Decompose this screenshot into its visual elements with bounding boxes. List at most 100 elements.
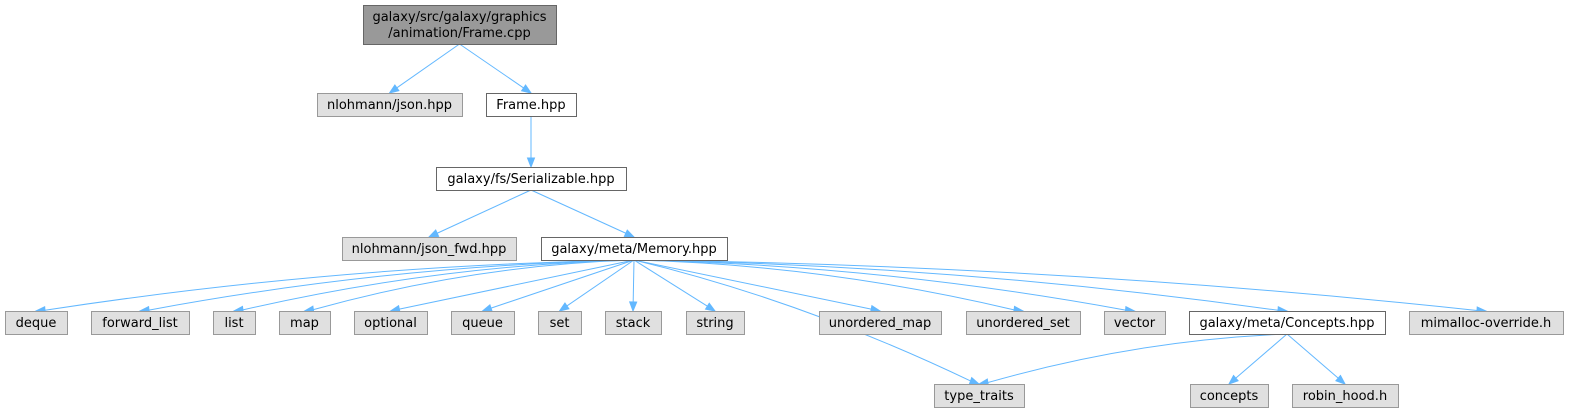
edge-frame_hpp-to-serializable: [526, 116, 536, 169]
node-memory[interactable]: galaxy/meta/Memory.hpp: [541, 237, 728, 261]
arrowhead: [623, 229, 636, 238]
node-box: [436, 167, 627, 191]
edge-line: [633, 259, 708, 307]
node-mimalloc: mimalloc-override.h: [1409, 311, 1564, 335]
node-box: [1104, 311, 1166, 335]
node-label: optional: [364, 316, 417, 331]
node-label: queue: [462, 316, 503, 331]
node-frame_hpp[interactable]: Frame.hpp: [486, 93, 577, 117]
node-label: type_traits: [944, 389, 1014, 404]
arrowhead: [968, 376, 981, 385]
node-optional: optional: [354, 311, 428, 335]
edge-memory-to-deque: [34, 259, 635, 315]
edge-frame_cpp-to-json_hpp: [388, 43, 460, 94]
node-label: unordered_set: [976, 316, 1069, 331]
node-box: [1189, 311, 1386, 335]
node-box: [605, 311, 662, 335]
edge-line: [633, 259, 872, 310]
node-box: [354, 311, 428, 335]
edge-line: [987, 333, 1288, 384]
node-label: forward_list: [102, 316, 177, 331]
edge-line: [242, 259, 635, 311]
arrowhead: [481, 303, 493, 312]
node-unordered_map: unordered_map: [819, 311, 942, 335]
arrowhead: [1335, 374, 1347, 385]
edge-line: [633, 259, 1015, 311]
edge-line: [313, 259, 635, 311]
node-box: [317, 93, 463, 117]
node-unordered_set: unordered_set: [966, 311, 1081, 335]
node-string: string: [686, 311, 745, 335]
arrowhead: [520, 84, 533, 94]
node-box: [279, 311, 331, 335]
node-concepts_hpp[interactable]: galaxy/meta/Concepts.hpp: [1189, 311, 1386, 335]
node-label-line2: /animation/Frame.cpp: [388, 26, 530, 41]
node-stack: stack: [605, 311, 662, 335]
edge-memory-to-type_traits: [633, 259, 981, 385]
node-box: [342, 237, 517, 261]
node-map: map: [279, 311, 331, 335]
node-forward_list: forward_list: [91, 311, 190, 335]
node-box: [686, 311, 745, 335]
node-label: map: [290, 316, 319, 331]
node-box: [819, 311, 942, 335]
node-json_fwd: nlohmann/json_fwd.hpp: [342, 237, 517, 261]
node-box: [486, 93, 577, 117]
arrowhead: [427, 229, 440, 238]
node-vector: vector: [1104, 311, 1166, 335]
node-label: concepts: [1200, 389, 1259, 404]
arrowhead: [1227, 374, 1239, 385]
edge-line: [399, 259, 635, 310]
node-serializable[interactable]: galaxy/fs/Serializable.hpp: [436, 167, 627, 191]
node-set: set: [538, 311, 582, 335]
nodes: galaxy/src/galaxy/graphics/animation/Fra…: [5, 5, 1564, 408]
node-label: nlohmann/json.hpp: [327, 98, 452, 113]
node-label: galaxy/meta/Concepts.hpp: [1199, 316, 1374, 331]
edge-line: [530, 189, 627, 234]
node-frame_cpp[interactable]: galaxy/src/galaxy/graphics/animation/Fra…: [363, 5, 557, 45]
edge-memory-to-set: [558, 259, 635, 312]
node-box: [5, 311, 68, 335]
node-label: galaxy/fs/Serializable.hpp: [447, 172, 614, 187]
edge-line: [490, 259, 635, 309]
node-label: deque: [16, 316, 57, 331]
node-queue: queue: [451, 311, 515, 335]
node-box: [213, 311, 256, 335]
edge-line: [633, 259, 971, 382]
node-box: [91, 311, 190, 335]
edge-line: [632, 259, 635, 303]
edge-line: [459, 43, 524, 89]
edge-line: [633, 259, 1126, 311]
node-label: stack: [616, 316, 651, 331]
node-label: nlohmann/json_fwd.hpp: [352, 242, 507, 257]
edge-line: [44, 259, 635, 311]
edge-concepts_hpp-to-robin_hood: [1286, 333, 1347, 385]
arrowhead: [388, 84, 400, 94]
node-label: robin_hood.h: [1303, 389, 1387, 404]
edge-memory-to-string: [633, 259, 717, 312]
node-box: [1190, 384, 1269, 408]
edge-line: [633, 259, 1279, 311]
node-json_hpp: nlohmann/json.hpp: [317, 93, 463, 117]
edge-frame_cpp-to-frame_hpp: [459, 43, 533, 94]
edge-memory-to-stack: [628, 259, 638, 313]
edge-line: [566, 259, 635, 307]
node-label: galaxy/meta/Memory.hpp: [551, 242, 717, 257]
node-box: [1409, 311, 1564, 335]
edge-line: [148, 259, 635, 311]
node-robin_hood: robin_hood.h: [1292, 384, 1399, 408]
node-label: vector: [1114, 316, 1156, 331]
edge-line: [633, 259, 1478, 311]
edge-line: [1286, 333, 1339, 379]
node-box: [451, 311, 515, 335]
node-label: mimalloc-override.h: [1421, 316, 1552, 331]
arrowhead: [704, 302, 717, 312]
arrowhead: [628, 301, 638, 313]
edge-concepts_hpp-to-concepts: [1227, 333, 1288, 385]
edge-line: [1235, 333, 1288, 379]
edge-memory-to-optional: [389, 259, 635, 314]
node-label: list: [224, 316, 243, 331]
node-label: set: [550, 316, 570, 331]
arrowhead: [526, 157, 536, 169]
